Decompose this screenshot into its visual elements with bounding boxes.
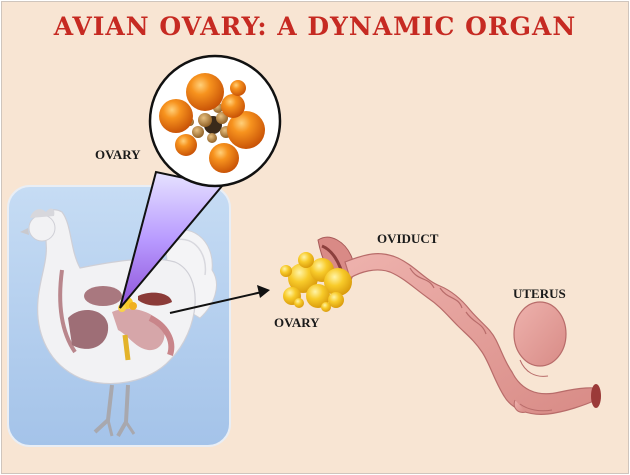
label-oviduct: OVIDUCT bbox=[377, 231, 438, 247]
label-ovary-zoom: OVARY bbox=[95, 147, 141, 163]
oviduct-uterus-illustration bbox=[318, 237, 601, 414]
label-uterus: UTERUS bbox=[513, 286, 566, 302]
diagram-title: AVIAN OVARY: A DYNAMIC ORGAN bbox=[0, 12, 630, 41]
ovary-zoom-circle bbox=[150, 56, 280, 186]
label-ovary-cluster: OVARY bbox=[274, 315, 320, 331]
